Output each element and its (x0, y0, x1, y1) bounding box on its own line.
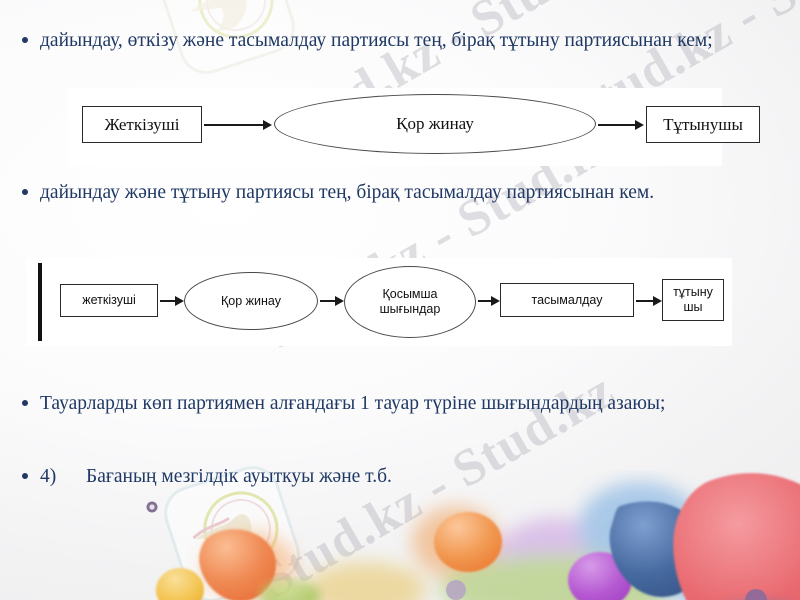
diagram2-node-supplier: жеткізуші (60, 284, 158, 317)
diagram2-left-bar (38, 263, 42, 341)
diagram1-node-supplier-label: Жеткізуші (104, 114, 180, 134)
diagram2-node-extra-costs-label-line2: шығындар (379, 302, 441, 316)
diagram2-node-consumer-label-line1: тұтыну (673, 285, 713, 299)
diagram1-node-consumer-label: Тұтынушы (663, 114, 743, 134)
diagram1-node-consumer: Тұтынушы (646, 106, 760, 143)
diagram2-arrow-2 (320, 296, 344, 306)
bullet-text-3: Тауарларды көп партиямен алғандағы 1 тау… (40, 393, 666, 414)
diagram1-arrow-2 (598, 120, 644, 130)
bullet-text-1: дайындау, өткізу және тасымалдау партияс… (40, 30, 713, 51)
diagram2-node-extra-costs-label-line1: Қосымша (382, 287, 438, 301)
bullet-text-4: Бағаның мезгілдік ауыткуы және т.б. (86, 466, 392, 487)
bullet-item-2: дайындау және тұтыну партиясы тең, бірақ… (18, 179, 758, 206)
diagram1-node-stockpiling: Қор жинау (274, 94, 596, 154)
diagram2-arrow-1 (160, 296, 184, 306)
supply-flow-diagram-1: Жеткізуші Қор жинау Тұтынушы (68, 88, 760, 166)
diagram2-node-transport: тасымалдау (500, 283, 634, 317)
diagram2-arrow-3 (478, 296, 500, 306)
bullet-item-1: дайындау, өткізу және тасымалдау партияс… (18, 27, 738, 54)
bullet-marker-icon (18, 390, 40, 417)
bullet-text-4-wrapper: 4) Бағаның мезгілдік ауыткуы және т.б. (40, 463, 392, 490)
diagram2-node-stockpiling: Қор жинау (184, 272, 318, 330)
diagram2-node-supplier-label: жеткізуші (82, 293, 136, 307)
diagram1-node-stockpiling-label: Қор жинау (396, 114, 474, 133)
bullet-marker-icon (18, 463, 40, 490)
bullet-number-4: 4) (40, 466, 57, 487)
diagram2-node-consumer: тұтыну шы (662, 279, 724, 321)
supply-flow-diagram-2: жеткізуші Қор жинау Қосымша шығындар тас… (26, 258, 732, 346)
diagram2-arrow-4 (636, 296, 662, 306)
diagram2-node-stockpiling-label: Қор жинау (221, 293, 281, 308)
diagram2-node-transport-label: тасымалдау (531, 292, 603, 307)
bullet-marker-icon (18, 27, 40, 54)
bullet-item-4: 4) Бағаның мезгілдік ауыткуы және т.б. (18, 463, 738, 490)
diagram1-node-supplier: Жеткізуші (82, 106, 202, 143)
bullet-marker-icon (18, 179, 40, 206)
diagram2-node-consumer-label-line2: шы (683, 300, 703, 314)
diagram1-arrow-1 (204, 120, 272, 130)
bullet-item-3: Тауарларды көп партиямен алғандағы 1 тау… (18, 390, 738, 417)
bullet-text-2: дайындау және тұтыну партиясы тең, бірақ… (40, 182, 655, 203)
diagram2-node-extra-costs: Қосымша шығындар (344, 266, 476, 338)
